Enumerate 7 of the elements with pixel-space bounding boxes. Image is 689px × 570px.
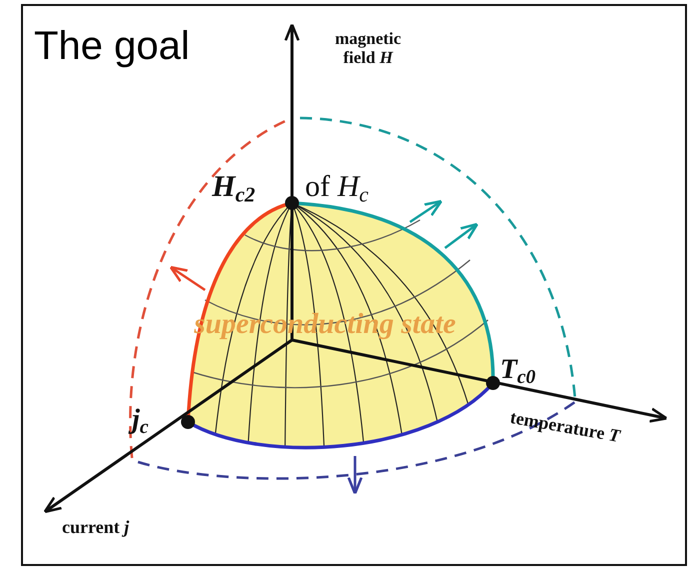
point-label: H$_{c2}$ <box>212 170 256 206</box>
axis-label: current j <box>62 518 130 538</box>
axis-label: temperature T <box>508 408 622 447</box>
axis-label: magnetic field H <box>334 30 402 68</box>
point-label: T$_{c0}$ <box>500 355 536 388</box>
diagram-title: The goal <box>34 26 190 66</box>
point-label: of H$_{c}$ <box>305 170 368 206</box>
